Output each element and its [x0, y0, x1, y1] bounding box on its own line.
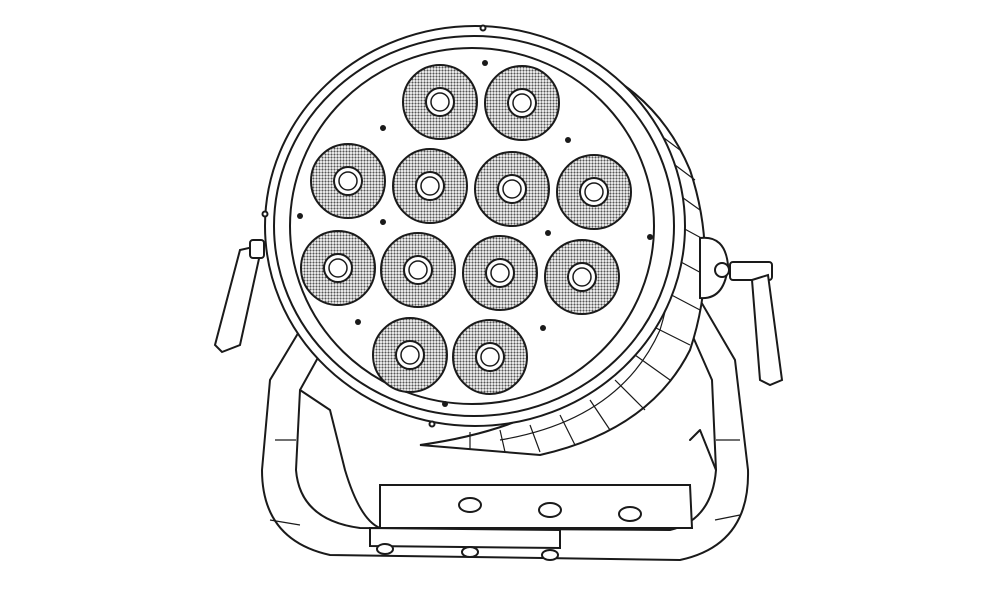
right-lock-handle — [699, 236, 784, 387]
led-lens — [544, 239, 620, 315]
led-lens — [452, 319, 528, 395]
led-lens — [484, 65, 560, 141]
led-lens — [474, 151, 550, 227]
led-lens — [402, 64, 478, 140]
led-lens — [462, 235, 538, 311]
led-lens — [556, 154, 632, 230]
left-lock-handle — [213, 239, 265, 354]
led-lens — [380, 232, 456, 308]
yoke-bracket — [260, 297, 750, 562]
front-bezel — [261, 24, 686, 428]
led-lens — [392, 148, 468, 224]
led-lens — [372, 317, 448, 393]
led-lens — [300, 230, 376, 306]
led-lens — [310, 143, 386, 219]
face-screws — [297, 60, 653, 407]
led-array — [300, 64, 632, 395]
